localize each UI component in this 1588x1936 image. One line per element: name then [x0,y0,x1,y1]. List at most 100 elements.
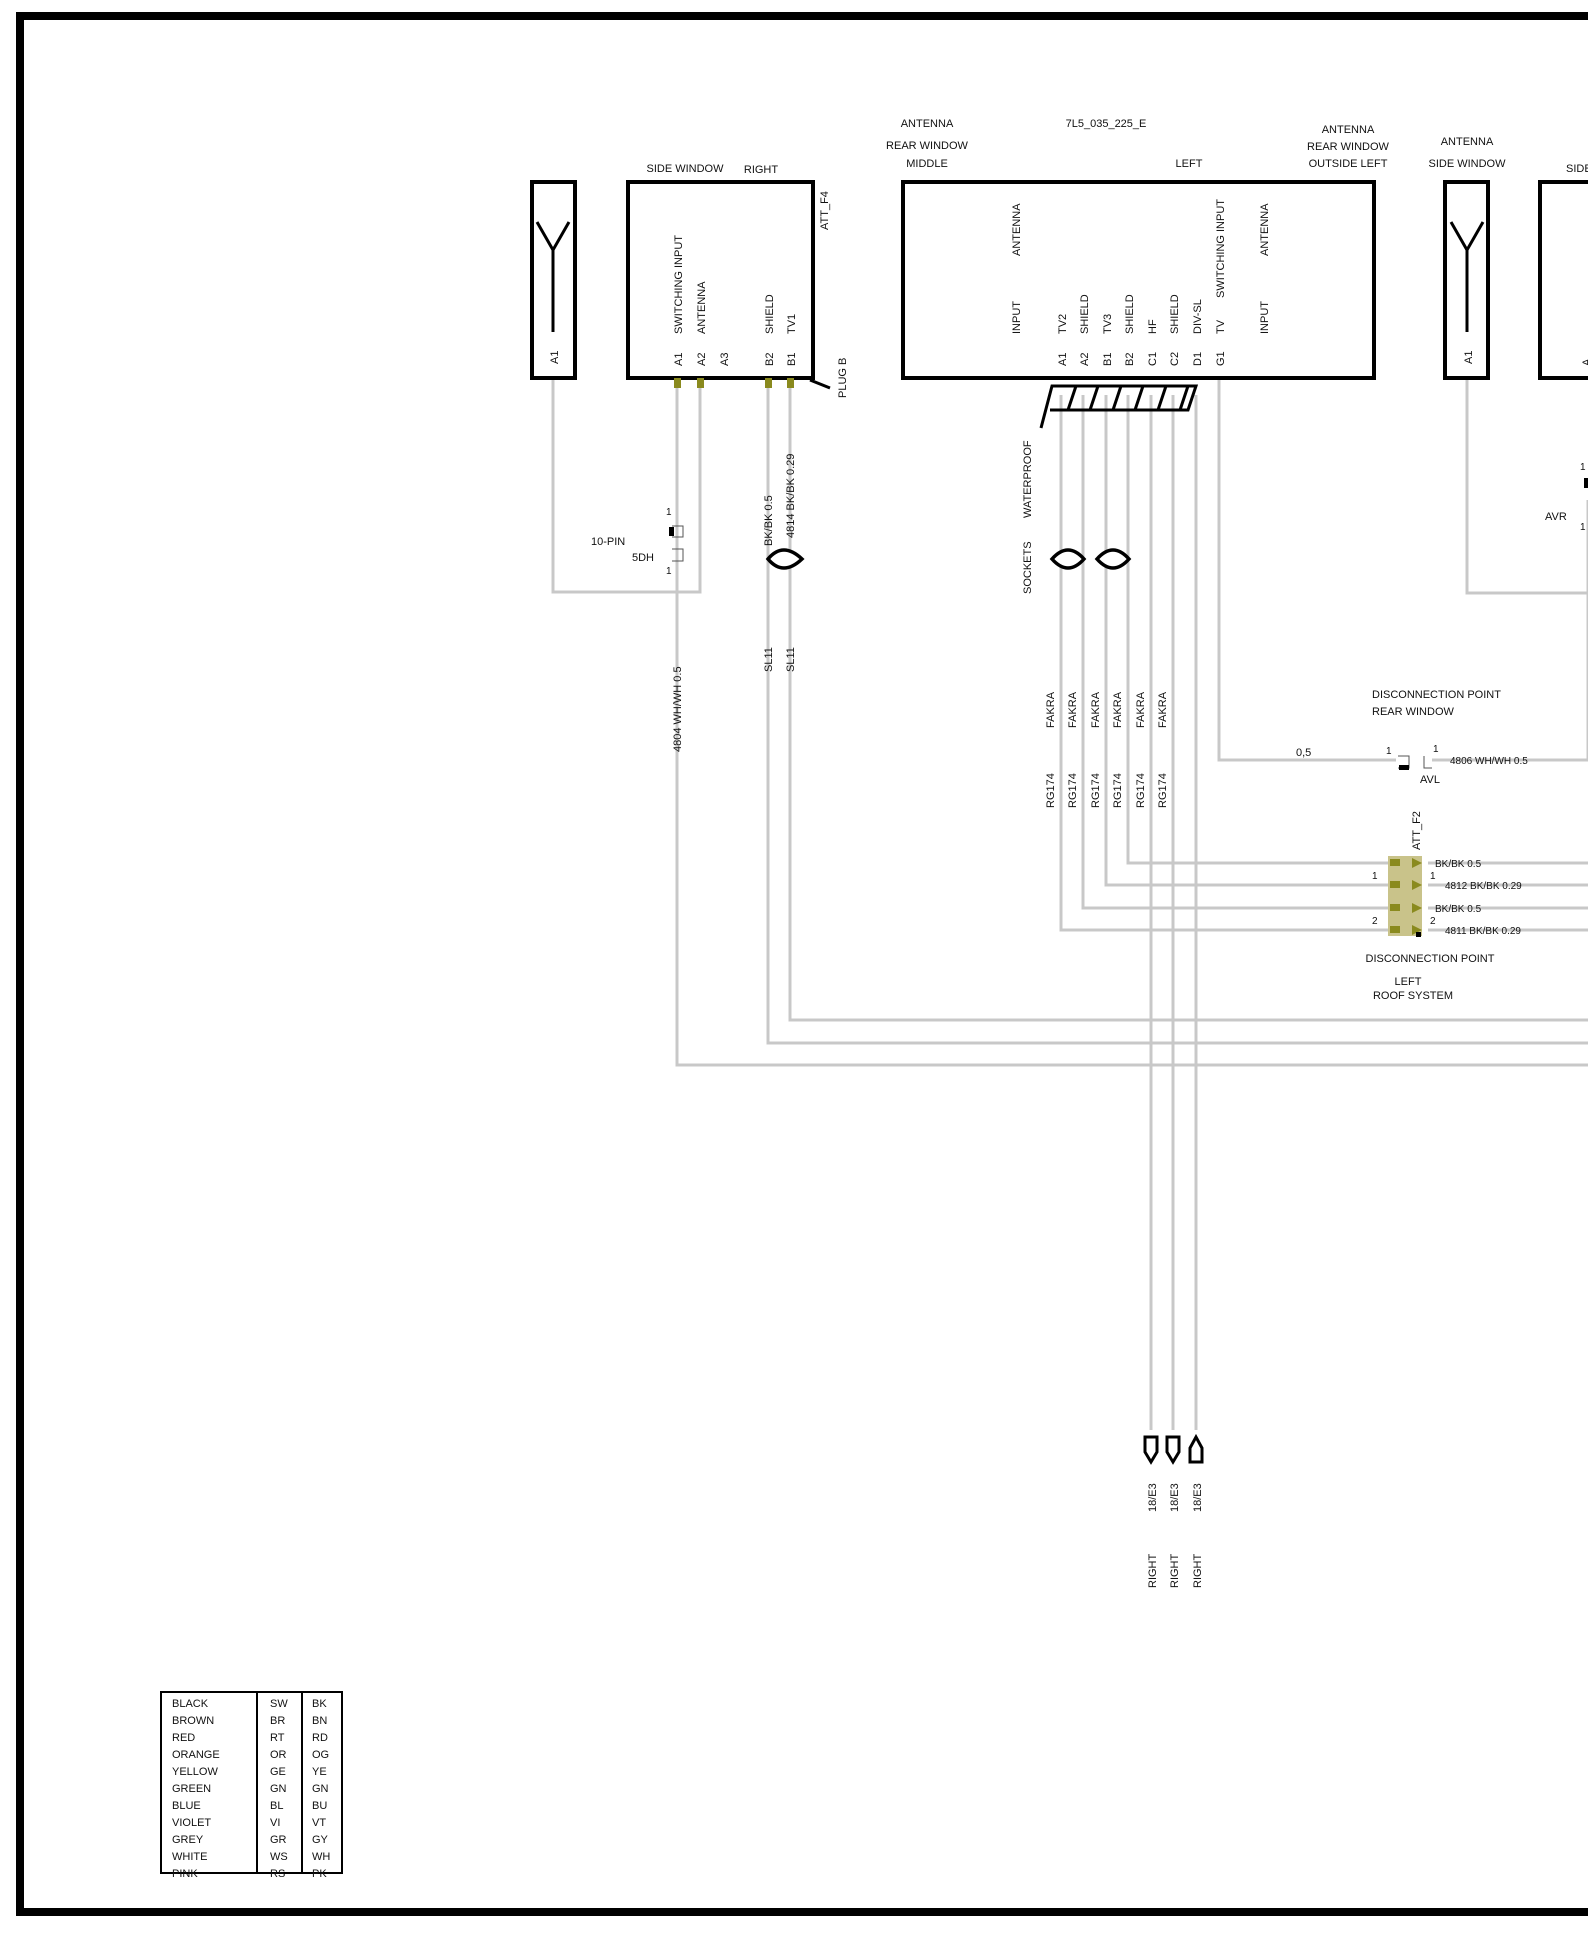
legend-color-name: PINK [172,1868,198,1880]
disc-rear-wire: 4806 WH/WH 0.5 [1450,756,1528,767]
legend-code-en: GN [312,1783,329,1795]
rg174-4: RG174 [1112,773,1124,808]
pin-a2: A2 [1079,353,1091,366]
disc-rear-line1: DISCONNECTION POINT [1372,689,1501,701]
rg174-5: RG174 [1135,773,1147,808]
pin-a2: A2 [696,353,708,366]
cut-n1: 1 [1580,462,1586,473]
drawing-frame [16,12,1588,1916]
module-right-cutoff: A 1 AVR 1 [1538,180,1588,533]
antenna-left: A1 [530,180,577,380]
wire-sl11-a: SL11 [763,647,775,672]
pin-b1: B1 [786,353,798,366]
right-label: RIGHT [744,164,779,176]
legend-code-en: GY [312,1834,329,1846]
fakra-3: FAKRA [1090,691,1102,728]
ant-side-line2: SIDE WINDOW [1429,158,1507,170]
label-antenna-2: ANTENNA [1259,203,1271,256]
ant-rear-middle-line1: ANTENNA [901,118,954,130]
label-tv2: TV2 [1057,314,1069,334]
cut-n2: 1 [1580,522,1586,533]
disc-rear-avl: AVL [1420,774,1440,786]
pin-c2: C2 [1169,352,1181,366]
legend-code-en: VT [312,1817,326,1829]
att-f2-wire-4: 4811 BK/BK 0.29 [1445,926,1521,937]
pin10-n2: 1 [666,566,672,577]
pin-a3: A3 [719,353,731,366]
legend-color-name: ORANGE [172,1749,220,1761]
pin-label: A1 [1463,351,1475,364]
att-f2-wire-2: 4812 BK/BK 0.29 [1445,881,1522,892]
side-window-label: SIDE WINDOW [647,163,725,175]
disc-rear-gauge: 0,5 [1296,747,1311,759]
pin-a1: A1 [673,353,685,366]
fakra-5: FAKRA [1135,691,1147,728]
legend-color-name: RED [172,1732,195,1744]
main-antenna-module: ANTENNA INPUT TV2 SHIELD TV3 SHIELD HF S… [901,180,1376,429]
ant-side-line1: ANTENNA [1441,136,1494,148]
legend-code-de: BL [270,1800,283,1812]
legend-color-name: BLUE [172,1800,201,1812]
legend-color-name: BLACK [172,1698,209,1710]
legend-code-en: BK [312,1698,327,1710]
disc-rear-n2: 1 [1433,744,1439,755]
ant-rear-outside-line3: OUTSIDE LEFT [1309,158,1388,170]
att-f2-wire-3: BK/BK 0.5 [1435,904,1482,915]
att-f2-connector: ATT_F2 1 2 1 2 BK/BK 0.5 4812 BK/BK 0.29… [1366,811,1523,1002]
pin-a1: A1 [1057,353,1069,366]
legend-code-de: GR [270,1834,287,1846]
label-tv: TV [1215,319,1227,334]
ant-rear-middle-line2: REAR WINDOW [886,140,969,152]
antenna-icon [535,221,571,332]
att-f2-n-right-1: 1 [1430,871,1436,882]
ant-rear-outside-line1: ANTENNA [1322,124,1375,136]
legend-code-en: YE [312,1766,327,1778]
legend-code-en: WH [312,1851,330,1863]
wire-4804: 4804 WH/WH 0.5 [672,666,684,752]
label-hf: HF [1147,319,1159,334]
ant-rear-middle-line3: MIDDLE [906,158,948,170]
att-f2-wire-1: BK/BK 0.5 [1435,859,1482,870]
att-f2-title-2: LEFT [1395,976,1422,988]
pin-b2: B2 [764,353,776,366]
pin-c1: C1 [1147,352,1159,366]
cut-pin: A [1581,358,1588,366]
label-input-1: INPUT [1011,301,1023,334]
legend-code-de: OR [270,1749,287,1761]
end-right-1: RIGHT [1147,1554,1159,1589]
label-tv3: TV3 [1102,314,1114,334]
end-2: 18/E3 [1169,1483,1181,1512]
rg174-1: RG174 [1045,773,1057,808]
plug-b-label: PLUG B [837,358,849,398]
att-f2-n-right-2: 2 [1430,916,1436,927]
end-1: 18/E3 [1147,1483,1159,1512]
att-f4-module: ATT_F4 SWITCHING INPUT ANTENNA SHIELD TV… [626,180,849,398]
disc-rear-line2: REAR WINDOW [1372,706,1455,718]
disc-rear-n1: 1 [1386,746,1392,757]
label-shield: SHIELD [764,294,776,334]
rg174-3: RG174 [1090,773,1102,808]
fakra-1: FAKRA [1045,691,1057,728]
legend-code-en: PK [312,1868,327,1880]
legend-color-name: GREEN [172,1783,211,1795]
part-number: 7L5_035_225_E [1066,118,1147,130]
wire-4814: 4814 BK/BK 0.29 [785,454,797,538]
socket-symbols [765,548,1132,570]
legend-color-name: BROWN [172,1715,214,1727]
legend-code-en: BU [312,1800,327,1812]
label-input-2: INPUT [1259,301,1271,334]
wire-bk05: BK/BK 0.5 [763,495,775,546]
pin-d1: D1 [1192,352,1204,366]
label-switching-input: SWITCHING INPUT [673,235,685,334]
legend-color-name: WHITE [172,1851,207,1863]
pin-label: A1 [549,351,561,364]
att-f2-id: ATT_F2 [1411,811,1423,850]
label-antenna-1: ANTENNA [1011,203,1023,256]
pin-g1: G1 [1215,351,1227,366]
pin10-n1: 1 [666,507,672,518]
side-cut-label: SIDE [1566,163,1588,175]
label-switching-input: SWITCHING INPUT [1215,199,1227,298]
legend-code-en: OG [312,1749,329,1761]
